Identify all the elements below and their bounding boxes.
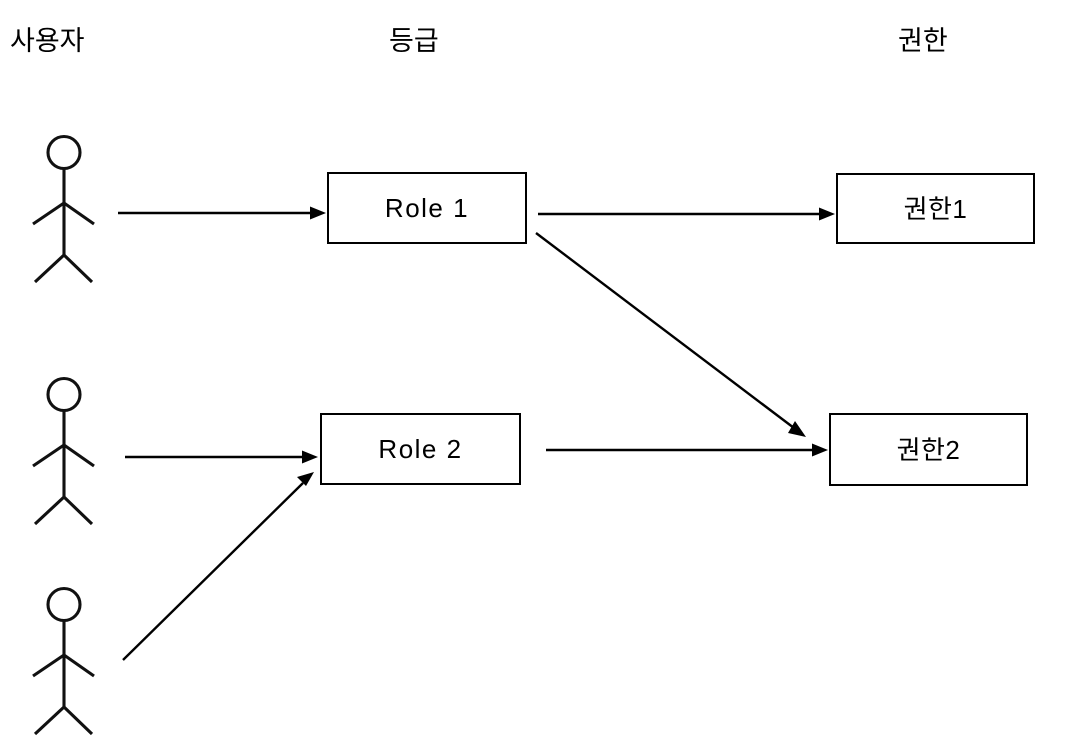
actor-figure-3 <box>32 586 95 736</box>
edge-role1-perm1 <box>538 207 835 221</box>
node-box-permission-2-label: 권한2 <box>896 434 961 465</box>
node-box-role-1[interactable]: Role 1 <box>327 172 527 244</box>
actor-figure-1 <box>32 134 95 284</box>
edge-actor1-role1 <box>118 206 326 220</box>
node-box-permission-1[interactable]: 권한1 <box>836 173 1035 244</box>
node-box-permission-2[interactable]: 권한2 <box>829 413 1028 486</box>
edge-actor2-role2 <box>125 450 318 464</box>
edge-role1-perm2 <box>535 232 806 437</box>
node-box-role-2-label: Role 2 <box>378 434 463 464</box>
edge-role2-perm2 <box>546 443 828 457</box>
column-header-permissions: 권한 <box>898 26 948 56</box>
edge-actor3-role2 <box>122 472 314 661</box>
actor-figure-2 <box>32 376 95 526</box>
node-box-role-2[interactable]: Role 2 <box>320 413 521 485</box>
node-box-permission-1-label: 권한1 <box>903 193 968 224</box>
column-header-roles: 등급 <box>389 26 439 56</box>
node-box-role-1-label: Role 1 <box>384 193 470 223</box>
column-header-users: 사용자 <box>10 26 85 56</box>
